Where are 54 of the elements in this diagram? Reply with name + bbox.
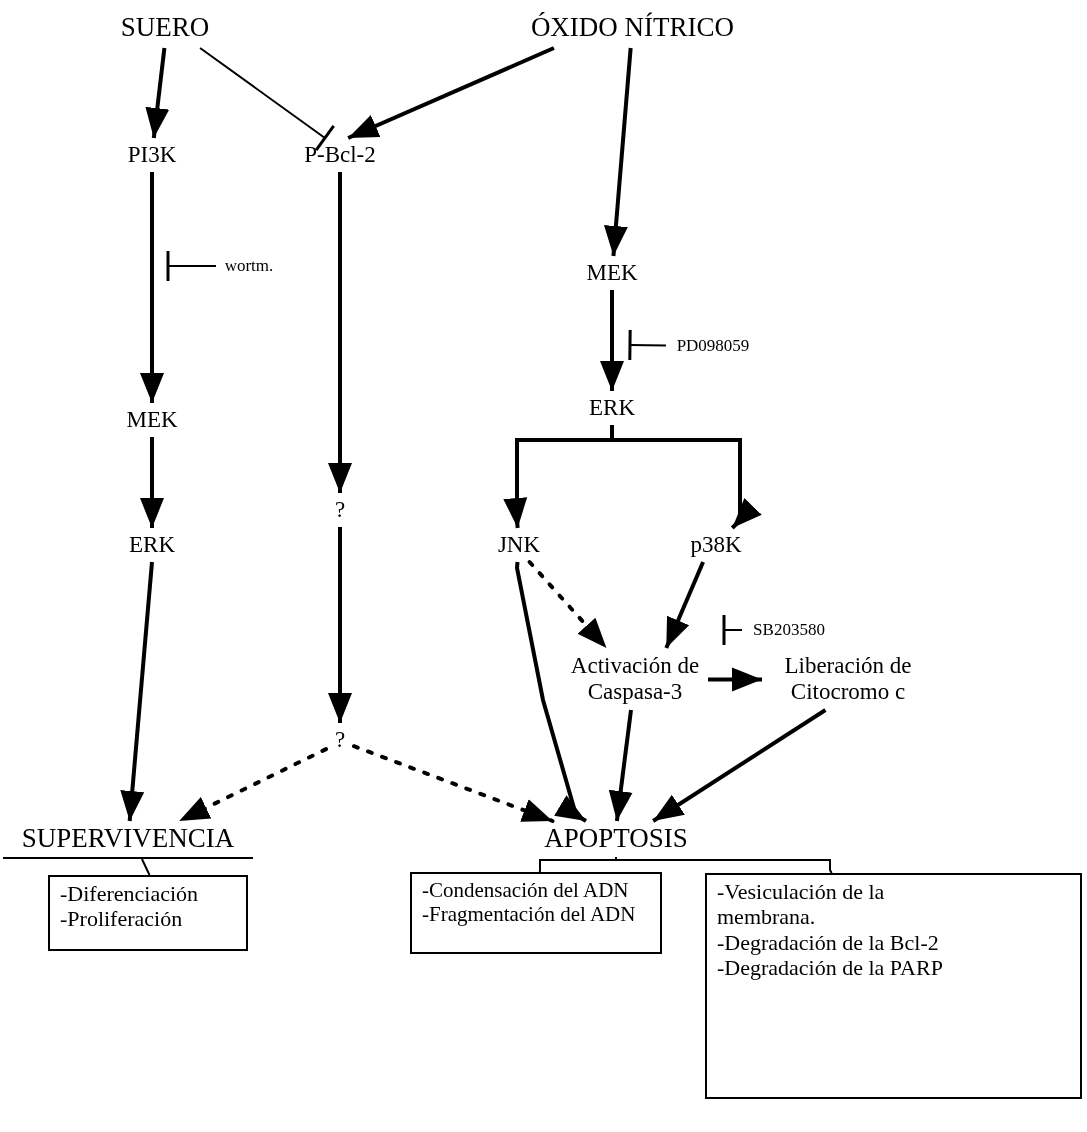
list-item: -Fragmentación del ADN [422,902,636,927]
pathway-label: ERK [116,528,188,562]
arrow [140,437,164,528]
arrow [600,290,624,391]
arrow [608,709,633,822]
arrow [145,47,170,139]
pathway-label: wortm. [216,254,282,278]
pathway-label: MEK [113,403,191,437]
pathway-label: P-Bcl-2 [280,138,400,172]
connector-line [615,856,833,874]
arrow [140,172,164,403]
list-item: -Condensación del ADN [422,878,629,903]
pathway-label: PD098059 [666,334,760,358]
arrow [328,172,352,493]
list-item: -Proliferación [60,906,183,932]
arrow [527,560,609,650]
list-item: -Vesiculación de la membrana. [717,879,886,930]
arrow [610,425,762,530]
pathway-label: JNK [488,528,550,562]
arrow [347,46,555,140]
pathway-label: SUERO [95,8,235,48]
text-box [705,873,1082,1099]
pathway-label: ? [326,723,354,757]
list-item: -Degradación de la Bcl-2 [717,929,939,955]
list-item: -Diferenciación [60,881,199,907]
list-item: -Degradación de la PARP [717,954,943,981]
pathway-label: SB203580 [742,618,836,642]
arrow [652,708,827,823]
inhibition-line [199,47,336,152]
pathway-label: ERK [576,391,648,425]
underlined-heading: SUPERVIVENCIA [3,821,253,859]
arrow [664,561,705,649]
connector-line [140,858,151,876]
arrow [328,527,352,723]
pathway-label: MEK [573,256,651,290]
arrow [352,744,555,823]
arrow [515,561,588,823]
pathway-label: PI3K [113,138,191,172]
pathway-label: Activación de Caspasa-3 [562,648,708,710]
text-box [48,875,248,951]
inhibition-line [166,249,217,283]
pathway-label: ÓXIDO NÍTRICO [515,8,750,48]
pathway-label: ? [326,493,354,527]
arrow [120,561,154,822]
arrow [708,667,762,692]
arrow [603,47,633,257]
inhibition-line [628,328,667,362]
connector-line [538,856,617,873]
arrow [177,747,328,823]
pathway-label: p38K [680,528,752,562]
pathway-label: Liberación de Citocromo c [762,648,934,710]
text-box [410,872,662,954]
pathway-label: APOPTOSIS [530,821,702,857]
inhibition-line [722,613,743,647]
